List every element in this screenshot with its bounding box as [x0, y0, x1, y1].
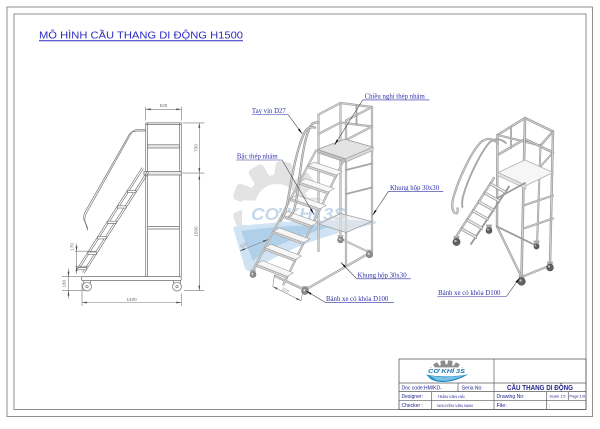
svg-text:CƠ KHÍ 3S: CƠ KHÍ 3S: [251, 203, 346, 224]
svg-text:520: 520: [160, 103, 168, 108]
svg-text:CƠ KHÍ 3S: CƠ KHÍ 3S: [428, 368, 465, 375]
svg-text:Tay vịn D27: Tay vịn D27: [252, 108, 286, 115]
svg-text:Scale 1:5: Scale 1:5: [549, 394, 565, 399]
svg-text:NGUYỄN VĂN NAM: NGUYỄN VĂN NAM: [437, 403, 472, 408]
svg-text:Khung hộp 30x30: Khung hộp 30x30: [390, 185, 440, 192]
svg-text:Page:1/9: Page:1/9: [570, 394, 586, 399]
svg-text:Chiều nghỉ thép nhám: Chiều nghỉ thép nhám: [365, 94, 426, 101]
svg-text:Bánh xe có khóa D100: Bánh xe có khóa D100: [326, 296, 389, 303]
svg-text:TRẦN VĂN HẢI: TRẦN VĂN HẢI: [437, 394, 464, 399]
svg-text:File:: File:: [497, 403, 508, 409]
svg-text:Khung hộp 30x30: Khung hộp 30x30: [358, 273, 408, 280]
svg-text:Designer:: Designer:: [402, 394, 423, 400]
svg-text:1400: 1400: [126, 297, 137, 302]
svg-text::: :: [549, 403, 550, 408]
svg-text:730: 730: [194, 144, 199, 152]
svg-text:180: 180: [62, 279, 67, 287]
svg-text:Drawing No:: Drawing No:: [497, 394, 525, 400]
svg-text:1500: 1500: [194, 226, 199, 237]
svg-text:Checker :: Checker :: [402, 403, 423, 409]
svg-text:Doc code:HM/KD-: Doc code:HM/KD-: [402, 385, 443, 391]
svg-text:MÔ HÌNH CẦU THANG DI ĐỘNG H150: MÔ HÌNH CẦU THANG DI ĐỘNG H1500: [39, 29, 243, 42]
svg-text:Bậc thép nhám: Bậc thép nhám: [237, 154, 278, 161]
svg-text:170: 170: [69, 243, 74, 251]
svg-text:CẦU THANG DI ĐỘNG: CẦU THANG DI ĐỘNG: [507, 382, 573, 392]
svg-text:Seria No:: Seria No:: [462, 385, 483, 391]
svg-text:Bánh xe có khóa D100: Bánh xe có khóa D100: [438, 290, 501, 297]
svg-text:820: 820: [281, 286, 290, 294]
svg-text:520: 520: [239, 241, 248, 249]
